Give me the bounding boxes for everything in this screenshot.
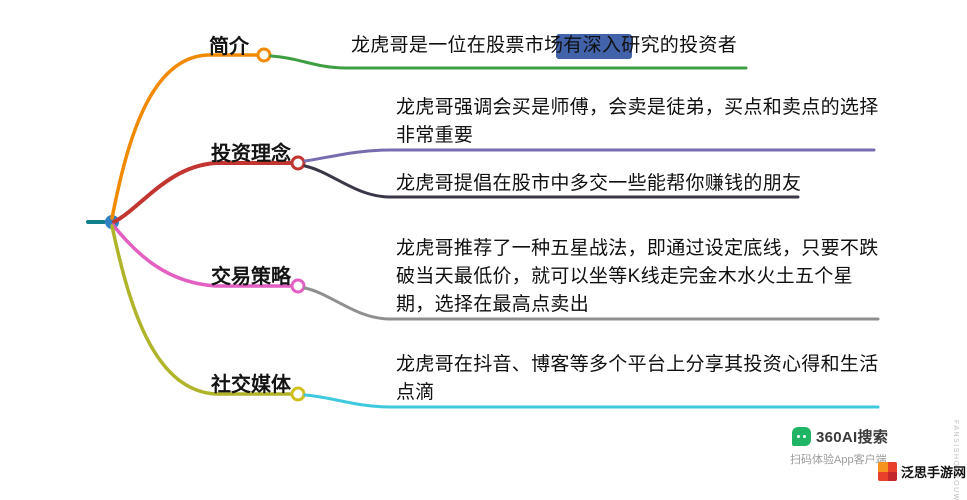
leaf-philosophy-2-line: [303, 164, 800, 199]
branch-strategy-line: [111, 223, 293, 288]
leaf-social-text[interactable]: 龙虎哥在抖音、博客等多个平台上分享其投资心得和生活点滴: [396, 354, 879, 403]
node-philosophy[interactable]: [290, 155, 306, 171]
leaf-philosophy-text-1[interactable]: 龙虎哥强调会买是师傅，会卖是徒弟，买点和卖点的选择非常重要: [396, 97, 879, 146]
brand-360ai[interactable]: 360AI搜索: [792, 426, 888, 447]
site-roman-text: FANSISHOUYOUWANG: [952, 420, 959, 500]
node-strategy[interactable]: [290, 278, 306, 294]
site-pixel-logo-icon: [878, 462, 897, 481]
site-name: 泛思手游网: [901, 465, 967, 480]
leaf-intro-text[interactable]: 龙虎哥是一位在股票市场有深入研究的投资者: [351, 35, 738, 56]
topic-intro[interactable]: 简介: [209, 36, 249, 58]
app-tagline: 扫码体验App客户端: [790, 454, 887, 466]
leaf-social-line: [303, 393, 880, 409]
leaf-strategy-line: [303, 286, 880, 321]
branch-intro-line: [110, 53, 260, 220]
branch-social-line: [110, 224, 293, 396]
node-social[interactable]: [290, 386, 306, 402]
leaf-philosophy-text-2[interactable]: 龙虎哥提倡在股市中多交一些能帮你赚钱的朋友: [396, 173, 802, 194]
360ai-bubble-icon: [792, 427, 811, 446]
node-intro[interactable]: [256, 47, 272, 63]
site-watermark: 泛思手游网: [878, 462, 966, 481]
topic-philosophy[interactable]: 投资理念: [211, 143, 291, 165]
brand-label: 360AI搜索: [816, 429, 889, 446]
leaf-philosophy-1-line: [303, 148, 876, 163]
topic-strategy[interactable]: 交易策略: [211, 266, 291, 288]
branch-philosophy-line: [112, 161, 293, 224]
topic-social[interactable]: 社交媒体: [211, 374, 291, 396]
leaf-intro-line: [269, 54, 748, 70]
blue-watermark-blob: [556, 34, 632, 59]
leaf-strategy-text[interactable]: 龙虎哥推荐了一种五星战法，即通过设定底线，只要不跌破当天最低价，就可以坐等K线走…: [396, 238, 879, 315]
